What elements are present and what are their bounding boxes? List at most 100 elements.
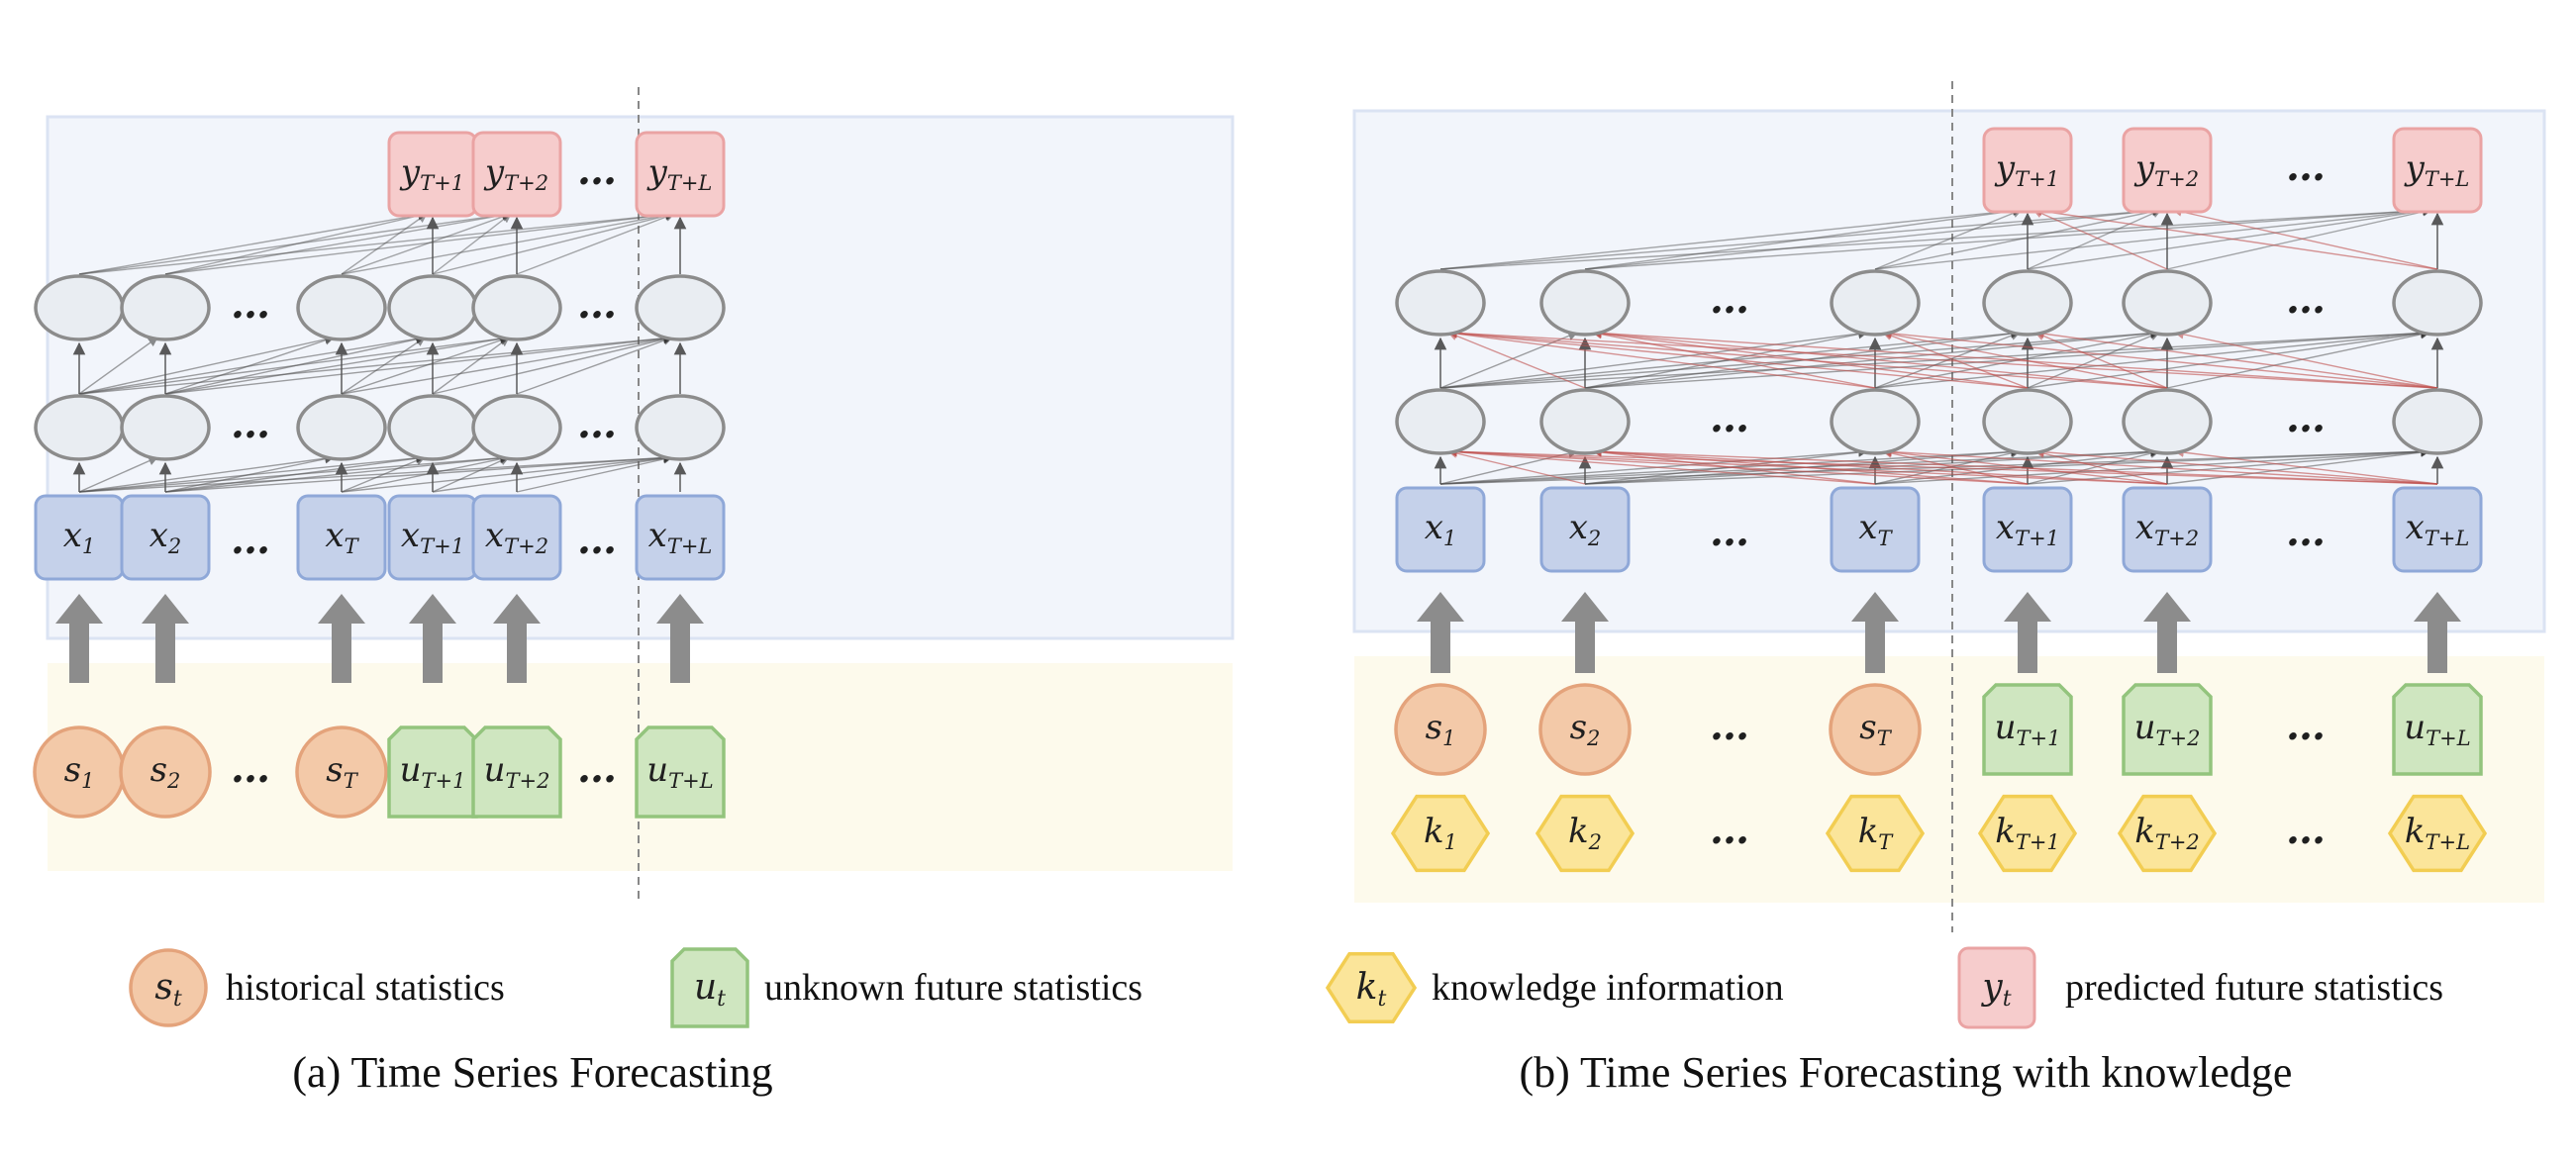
input-ellipsis: … — [577, 517, 617, 563]
edge — [516, 336, 673, 395]
input-node — [296, 494, 387, 581]
red-edge — [2034, 448, 2168, 485]
stat-label: s2 — [1570, 708, 1601, 750]
red-edge — [2174, 330, 2438, 389]
hidden-node — [34, 274, 125, 341]
legend-pentagon-icon — [670, 947, 749, 1028]
red-edge — [1882, 446, 2438, 485]
edge — [2027, 329, 2430, 389]
edge — [1439, 205, 2432, 270]
legend-circle-icon — [129, 948, 208, 1027]
output-ellipsis: … — [2286, 144, 2326, 190]
future-stat-node — [471, 725, 562, 819]
up-arrow — [2414, 592, 2461, 673]
historical-stat-node — [1538, 683, 1632, 776]
up-arrow — [1561, 592, 1609, 673]
hidden-node — [471, 274, 562, 341]
red-edge — [1592, 446, 2438, 485]
stat-label: uT+2 — [2134, 708, 2201, 750]
future-stat-node — [1982, 683, 2073, 776]
red-edge — [1447, 448, 1586, 485]
edge — [164, 334, 673, 395]
edge — [78, 452, 673, 493]
up-arrow — [1851, 592, 1899, 673]
edge — [78, 453, 335, 493]
historical-stat-node — [119, 725, 212, 819]
output-label: yT+2 — [2133, 148, 2199, 191]
red-edge — [2032, 209, 2168, 270]
hidden-node — [1830, 388, 1921, 455]
hidden-node — [635, 274, 726, 341]
knowledge-label: kT+1 — [1995, 812, 2060, 854]
up-arrow — [318, 594, 365, 683]
knowledge-label: k1 — [1424, 812, 1457, 854]
red-edge — [1447, 328, 2438, 389]
input-label: xT+1 — [401, 516, 464, 558]
stat-label: uT+1 — [400, 750, 466, 793]
output-node — [2122, 127, 2213, 214]
future-stat-node — [2122, 683, 2213, 776]
edge — [1439, 328, 2021, 389]
edge — [1584, 328, 2160, 389]
edge — [164, 453, 335, 493]
up-arrow — [142, 594, 189, 683]
hidden-node — [387, 274, 478, 341]
edge — [164, 334, 510, 395]
hidden-node — [471, 394, 562, 461]
edge — [78, 337, 158, 395]
edge — [164, 335, 426, 395]
historical-stat-node — [1394, 683, 1487, 776]
knowledge-label: k2 — [1568, 812, 1602, 854]
edge — [1874, 208, 2023, 270]
edge — [341, 213, 428, 275]
red-edge — [2034, 329, 2438, 389]
input-label: xT — [325, 516, 359, 558]
edge — [2027, 206, 2432, 270]
edge — [2166, 330, 2430, 389]
hidden-ellipsis: … — [231, 401, 270, 447]
hidden-node — [120, 394, 211, 461]
hidden-node — [1830, 269, 1921, 337]
output-node — [2392, 127, 2483, 214]
legend-text: knowledge information — [1432, 967, 1784, 1009]
red-edge — [2172, 207, 2438, 270]
up-arrow — [409, 594, 456, 683]
knowledge-label: kT+2 — [2134, 812, 2200, 854]
output-label: yT+L — [2404, 148, 2470, 191]
hidden-node — [2392, 269, 2483, 337]
data-region — [1354, 656, 2544, 903]
input-node — [120, 494, 211, 581]
edge — [1874, 206, 2432, 270]
output-node — [471, 131, 562, 218]
future-stat-node — [635, 725, 726, 819]
edge — [2166, 207, 2432, 270]
edge — [341, 337, 426, 395]
up-arrow — [2143, 592, 2191, 673]
red-edge — [1447, 446, 1876, 485]
hidden-node — [2122, 269, 2213, 337]
panel-caption: (b) Time Series Forecasting with knowled… — [1520, 1048, 2293, 1097]
output-node — [635, 131, 726, 218]
stat-label: uT+L — [2404, 708, 2470, 750]
knowledge-node — [2387, 794, 2488, 873]
legend-text: historical statistics — [226, 967, 505, 1009]
stat-label: uT+L — [646, 750, 713, 793]
output-label: yT+1 — [1994, 148, 2059, 191]
edge — [2166, 447, 2430, 485]
edge — [1584, 205, 2432, 270]
legend-hexagon-icon — [1325, 951, 1418, 1024]
input-node — [2122, 486, 2213, 573]
red-edge — [2034, 446, 2438, 485]
hidden-ellipsis: … — [577, 281, 617, 328]
edge — [432, 213, 512, 275]
historical-stat-node — [295, 725, 388, 819]
input-label: xT+1 — [1996, 508, 2059, 550]
hidden-node — [387, 394, 478, 461]
red-edge — [1592, 328, 2438, 389]
hidden-node — [1395, 269, 1486, 337]
red-edge — [1447, 446, 2029, 485]
panel-edges — [1434, 205, 2444, 485]
edge — [341, 453, 510, 493]
input-label: x1 — [63, 516, 96, 558]
